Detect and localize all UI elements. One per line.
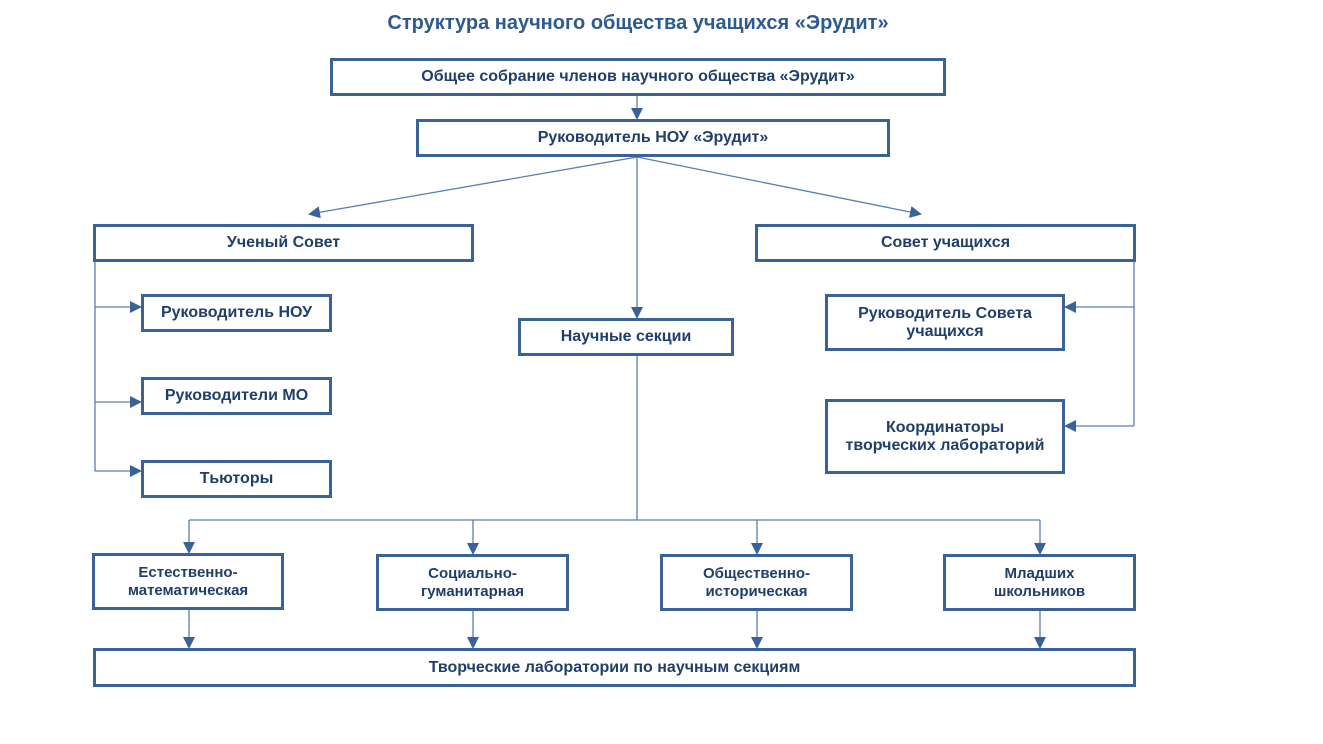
labs-box: Творческие лаборатории по научным секция… [93,648,1136,687]
assembly-label: Общее собрание членов научного общества … [421,68,855,85]
tutors-label: Тьюторы [199,470,274,487]
student-council-label: Совет учащихся [880,234,1011,251]
section-social-historical-box: Общественно- историческая [660,554,853,611]
head-nou-box: Руководитель НОУ [141,294,332,332]
heads-mo-label: Руководители МО [164,387,309,404]
student-council-head-box: Руководитель Совета учащихся [825,294,1065,351]
section-junior-box: Младших школьников [943,554,1136,611]
sections-label: Научные секции [560,328,692,345]
scientific-council-label: Ученый Совет [226,234,341,251]
head-label: Руководитель НОУ «Эрудит» [537,129,769,146]
section-social-humanitarian-box: Социально- гуманитарная [376,554,569,611]
arrow-head-to-scientific-council [308,156,638,219]
section-social-historical-label: Общественно- историческая [702,564,811,600]
heads-mo-box: Руководители МО [141,377,332,415]
section-natural-math-box: Естественно- математическая [92,553,284,610]
section-natural-math-label: Естественно- математическая [127,563,249,599]
diagram-title: Структура научного общества учащихся «Эр… [387,12,889,34]
sections-box: Научные секции [518,318,734,356]
head-box: Руководитель НОУ «Эрудит» [416,119,890,157]
arrow-head-to-student-council [636,156,922,218]
head-nou-label: Руководитель НОУ [160,304,313,321]
section-junior-label: Младших школьников [993,564,1086,600]
student-council-box: Совет учащихся [755,224,1136,262]
assembly-box: Общее собрание членов научного общества … [330,58,946,96]
tutors-box: Тьюторы [141,460,332,498]
section-social-humanitarian-label: Социально- гуманитарная [421,564,524,600]
student-council-head-label: Руководитель Совета учащихся [858,304,1032,340]
lab-coordinators-label: Координаторы творческих лабораторий [845,418,1045,454]
lab-coordinators-box: Координаторы творческих лабораторий [825,399,1065,474]
labs-label: Творческие лаборатории по научным секция… [428,658,801,676]
scientific-council-box: Ученый Совет [93,224,474,262]
